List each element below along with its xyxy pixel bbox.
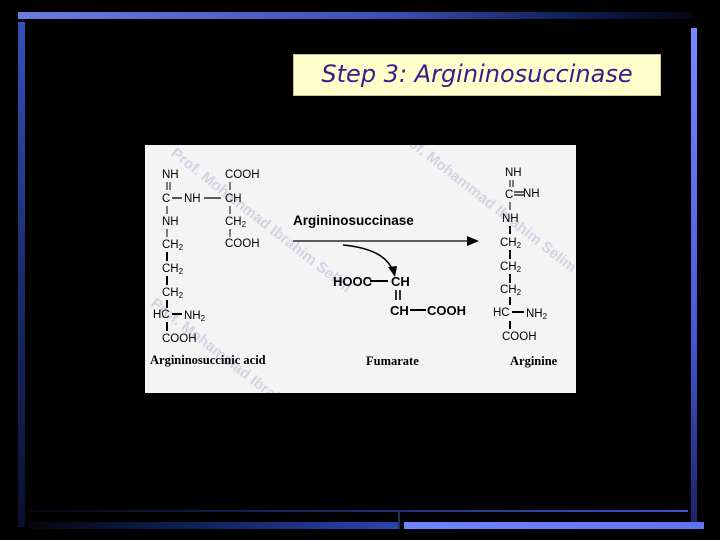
slide-title-box: Step 3: Argininosuccinase <box>293 54 661 96</box>
atom-hc: HC <box>493 307 510 319</box>
atom-nh2: NH2 <box>184 310 206 323</box>
caption-fumarate: Fumarate <box>366 354 419 368</box>
atom-cooh: COOH <box>502 331 537 343</box>
byproduct-arrow-head <box>388 266 397 277</box>
reaction-arrow-head <box>467 236 479 246</box>
atom-hooc: HOOC <box>333 274 373 289</box>
arginine-structure: NH C NH NH CH2 CH2 CH2 HC NH2 COOH <box>493 167 548 343</box>
watermark-text-2: Prof. Mohammad Ibrahim Selim <box>393 145 576 276</box>
atom-ch-top: CH <box>391 274 410 289</box>
atom-nh-double: NH <box>523 188 540 200</box>
atom-nh2: NH2 <box>526 308 548 321</box>
reaction-diagram: Prof. Mohammad Ibrahim Selim Prof. Moham… <box>148 145 576 393</box>
atom-ch2-a: CH2 <box>500 237 522 250</box>
atom-ch2-b: CH2 <box>162 263 184 276</box>
left-border-bar <box>18 22 25 527</box>
atom-ch-bottom: CH <box>390 303 409 318</box>
fumarate-structure: HOOC CH CH COOH <box>333 274 466 318</box>
bottom-right-border-bar <box>404 522 704 529</box>
atom-nh: NH <box>162 216 179 228</box>
atom-asp-cooh-top: COOH <box>225 169 260 181</box>
enzyme-label: Argininosuccinase <box>293 213 414 228</box>
caption-argininosuccinic-acid: Argininosuccinic acid <box>150 353 266 367</box>
atom-ch2-b: CH2 <box>500 261 522 274</box>
atom-c: C <box>505 189 513 201</box>
atom-nh-top: NH <box>505 167 522 179</box>
atom-asp-ch: CH <box>225 193 242 205</box>
bottom-divider <box>398 510 400 529</box>
slide-title: Step 3: Argininosuccinase <box>321 60 633 88</box>
right-border-bar <box>691 28 697 524</box>
atom-nh-link: NH <box>184 193 201 205</box>
caption-arginine: Arginine <box>510 354 558 368</box>
atom-nh: NH <box>502 213 519 225</box>
atom-ch2-a: CH2 <box>162 239 184 252</box>
atom-nh-top: NH <box>162 169 179 181</box>
atom-cooh: COOH <box>427 303 466 318</box>
atom-hc: HC <box>153 309 170 321</box>
top-border-bar <box>18 12 694 19</box>
atom-asp-ch2: CH2 <box>225 216 247 229</box>
byproduct-arrow-curve <box>342 244 394 272</box>
argininosuccinate-structure: NH C NH NH CH2 CH2 CH2 HC NH2 COOH COOH … <box>153 169 260 345</box>
atom-ch2-c: CH2 <box>162 287 184 300</box>
bottom-thin-line <box>28 510 688 512</box>
reaction-diagram-panel: Prof. Mohammad Ibrahim Selim Prof. Moham… <box>145 145 576 393</box>
atom-cooh: COOH <box>162 333 197 345</box>
atom-c: C <box>162 193 170 205</box>
bottom-left-border-bar <box>28 522 400 529</box>
atom-asp-cooh-bottom: COOH <box>225 238 260 250</box>
atom-ch2-c: CH2 <box>500 284 522 297</box>
